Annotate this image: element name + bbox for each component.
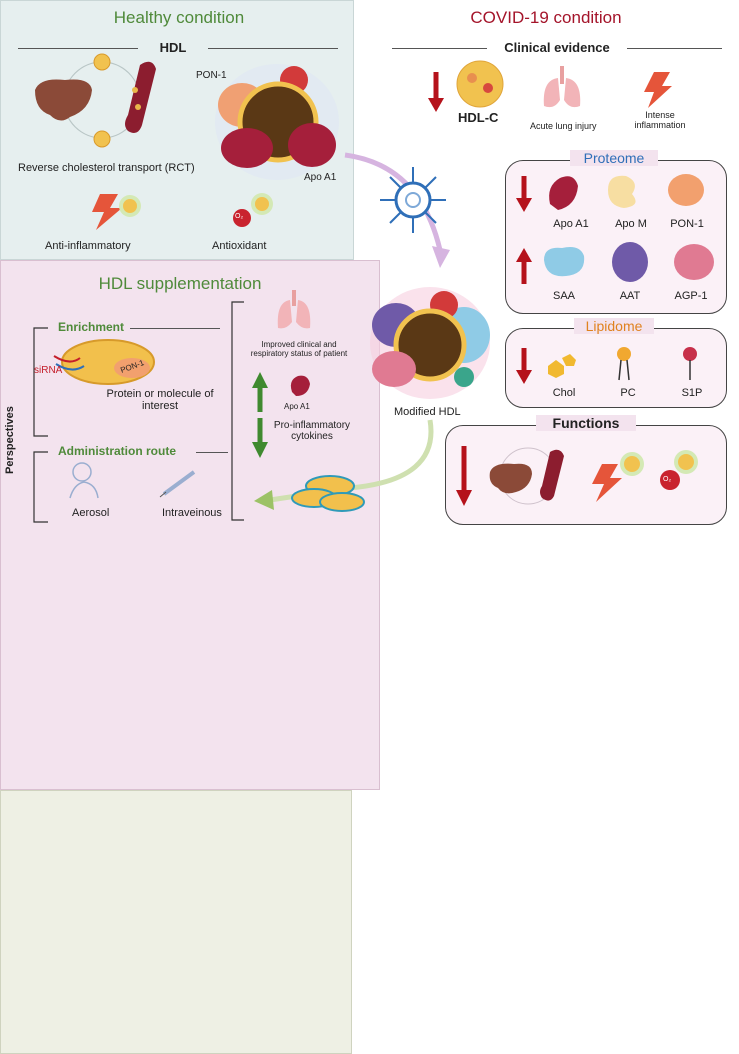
apoa1-protein-icon <box>290 375 310 396</box>
proteome-up-item: SAA <box>552 290 575 302</box>
decrease-arrow-icon <box>456 446 472 506</box>
sirna-label: siRNA <box>34 365 63 376</box>
enriched-hdl-icon <box>53 339 155 385</box>
lipidome-item: S1P <box>681 387 703 399</box>
improved-status-label: Improved clinical and respiratory status… <box>250 340 348 358</box>
saa-protein-icon <box>544 247 585 277</box>
divider <box>627 48 722 49</box>
inflammation-label: Intense inflammation <box>634 110 686 130</box>
blood-vessel-icon <box>540 449 564 501</box>
admin-route-header: Administration route <box>58 444 177 458</box>
agp1-protein-icon <box>674 244 714 280</box>
clinical-evidence-header: Clinical evidence <box>504 40 610 55</box>
rct-label: Reverse cholesterol transport (RCT) <box>18 162 195 174</box>
proteome-down-item: PON-1 <box>670 218 704 230</box>
divider <box>18 48 138 49</box>
pc-icon <box>617 347 631 361</box>
hdl-header: HDL <box>159 40 187 55</box>
hdl-disc-stack-icon <box>291 475 365 512</box>
pon1-protein-icon <box>668 174 704 206</box>
pon1-label: PON-1 <box>196 70 227 81</box>
lipidome-header: Lipidome <box>574 318 654 334</box>
antioxidant-icon <box>233 193 273 227</box>
decrease-arrow-icon <box>516 348 532 384</box>
hdl-particle-illustration <box>215 64 339 180</box>
modified-hdl-icon <box>370 287 490 399</box>
divider <box>130 328 220 329</box>
covid-title: COVID-19 condition <box>470 8 622 27</box>
hdl-particle-icon <box>93 130 111 148</box>
apoa1-protein-icon <box>549 176 578 210</box>
bracket <box>231 301 244 521</box>
flow-arrow <box>269 419 434 503</box>
aerosol-icon <box>69 462 99 499</box>
protein-label: Protein or molecule of interest <box>106 388 214 412</box>
lipidome-item: Chol <box>552 387 576 399</box>
proteome-up-item: AGP-1 <box>674 290 708 302</box>
decrease-arrow-icon <box>516 176 532 212</box>
anti-inflammatory-label: Anti-inflammatory <box>45 240 131 252</box>
functions-icons <box>489 447 698 505</box>
cholesterol-icon <box>548 360 564 378</box>
hdl-particle-icon <box>93 53 111 71</box>
apoa1-label: Apo A1 <box>304 172 337 183</box>
aat-protein-icon <box>612 242 648 282</box>
functions-header: Functions <box>536 415 636 431</box>
apoa1-protein-icon <box>221 128 273 168</box>
increase-arrow-icon <box>252 372 268 412</box>
enrichment-header: Enrichment <box>58 320 125 334</box>
antioxidant-label: Antioxidant <box>212 240 267 252</box>
bracket <box>33 327 48 523</box>
lung-injury-label: Acute lung injury <box>530 121 597 131</box>
increase-arrow-icon <box>516 248 532 284</box>
proteome-down-item: Apo A1 <box>553 218 589 230</box>
hdl-supplementation-panel <box>0 790 352 1054</box>
lungs-icon <box>543 66 581 108</box>
liver-icon <box>35 79 92 121</box>
proteome-down-item: Apo M <box>615 218 647 230</box>
hdl-c-label: HDL-C <box>458 110 499 125</box>
modified-hdl-label: Modified HDL <box>394 406 461 418</box>
lightning-icon <box>592 464 622 502</box>
divider <box>196 452 228 453</box>
o2-label: O₂ <box>663 476 672 483</box>
blood-vessel-icon <box>125 61 156 133</box>
cytokines-label: Pro-inflammatory cytokines <box>273 420 351 442</box>
down-proteins-icons <box>549 174 704 210</box>
intravenous-label: Intraveinous <box>162 507 222 519</box>
apom-protein-icon <box>608 175 636 208</box>
divider <box>208 48 338 49</box>
s1p-icon <box>683 347 697 361</box>
lungs-icon <box>277 290 311 329</box>
aerosol-label: Aerosol <box>72 507 110 519</box>
decrease-arrow-icon <box>428 72 444 112</box>
o2-label: O₂ <box>235 213 244 220</box>
hdl-particle-icon <box>456 60 504 108</box>
syringe-icon <box>159 470 196 498</box>
apoa1-label: Apo A1 <box>284 402 310 411</box>
decrease-arrow-icon <box>252 418 268 458</box>
rct-cycle-illustration <box>35 53 156 148</box>
healthy-title: Healthy condition <box>113 8 245 27</box>
oxygen-radical-icon <box>660 470 680 490</box>
up-proteins-icons <box>544 242 714 282</box>
proteome-up-item: AAT <box>619 290 641 302</box>
proteome-header: Proteome <box>570 150 658 166</box>
inflammation-lightning-icon <box>92 194 141 230</box>
liver-icon <box>489 463 532 494</box>
divider <box>392 48 487 49</box>
lipidome-item: PC <box>620 387 636 399</box>
lipid-icons <box>548 347 697 381</box>
supplementation-title: HDL supplementation <box>98 274 262 293</box>
virus-icon <box>380 167 446 233</box>
lightning-icon <box>644 72 672 108</box>
flow-arrows <box>254 152 450 510</box>
